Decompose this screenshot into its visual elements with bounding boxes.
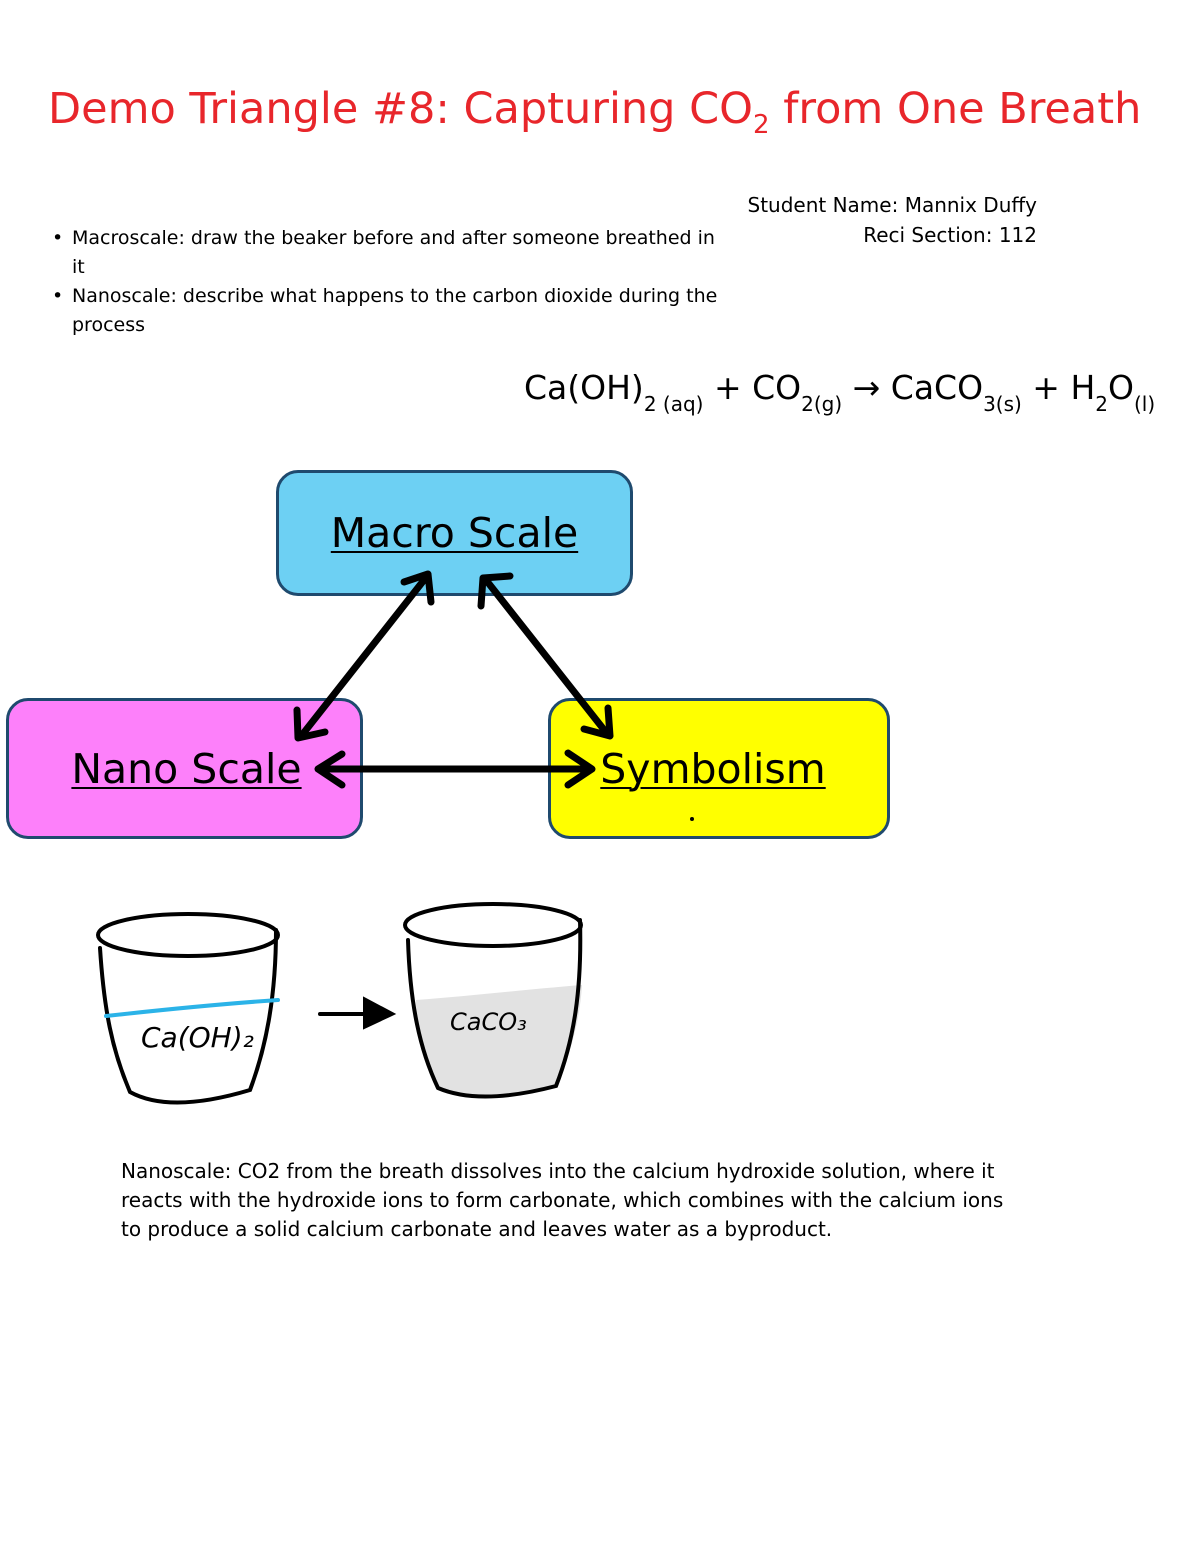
instructions-list: Macroscale: draw the beaker before and a… (32, 224, 732, 340)
chemical-equation: Ca(OH)2 (aq) + CO2(g) → CaCO3(s) + H2O(l… (524, 368, 1155, 416)
student-name: Student Name: Mannix Duffy (747, 193, 1038, 217)
title-subscript: 2 (753, 110, 770, 140)
eq-plus-co: + CO (703, 368, 802, 407)
reci-section: Reci Section: 112 (863, 223, 1037, 247)
macro-scale-label: Macro Scale (330, 509, 579, 557)
page-title: Demo Triangle #8: Capturing CO2 from One… (48, 84, 1141, 140)
arrow-macro-nano (293, 570, 435, 742)
nanoscale-description: Nanoscale: CO2 from the breath dissolves… (121, 1159, 1004, 1241)
stray-dot (690, 817, 694, 821)
eq-product-2-state: (l) (1133, 392, 1156, 416)
macro-scale-box: Macro Scale (276, 470, 633, 596)
eq-oxygen: O (1108, 368, 1134, 407)
eq-plus-h: + H (1021, 368, 1096, 407)
symbolism-label: Symbolism (600, 744, 826, 793)
symbolism-box: Symbolism (548, 698, 890, 839)
eq-reactant-1: Ca(OH) (524, 368, 644, 407)
eq-arrow-product-1: → CaCO (842, 368, 984, 407)
student-info: Student Name: Mannix Duffy Reci Section:… (748, 190, 1038, 250)
title-text: Demo Triangle #8: Capturing CO (48, 84, 754, 134)
arrow-macro-symbolism (477, 572, 614, 740)
eq-reactant-1-sub: 2 (aq) (643, 392, 704, 416)
beaker-before-label: Ca(OH)₂ (141, 1021, 254, 1054)
title-rest: from One Breath (769, 84, 1142, 134)
eq-product-2-sub: 2 (1095, 392, 1108, 416)
instruction-macroscale: Macroscale: draw the beaker before and a… (32, 224, 732, 282)
beaker-after-label: CaCO₃ (450, 1008, 527, 1036)
nano-scale-box: Nano Scale (6, 698, 363, 839)
eq-product-1-sub: 3(s) (983, 392, 1022, 416)
beaker-reaction-arrow (318, 996, 397, 1030)
beaker-after: CaCO₃ (403, 902, 583, 1099)
beaker-before: Ca(OH)₂ (96, 912, 280, 1105)
nano-scale-label: Nano Scale (71, 744, 302, 793)
precipitate-fill (416, 985, 582, 1097)
solution-level-line (104, 998, 280, 1018)
instruction-nanoscale: Nanoscale: describe what happens to the … (32, 282, 732, 340)
arrow-nano-symbolism (314, 749, 596, 789)
eq-reactant-2-sub: 2(g) (801, 392, 843, 416)
